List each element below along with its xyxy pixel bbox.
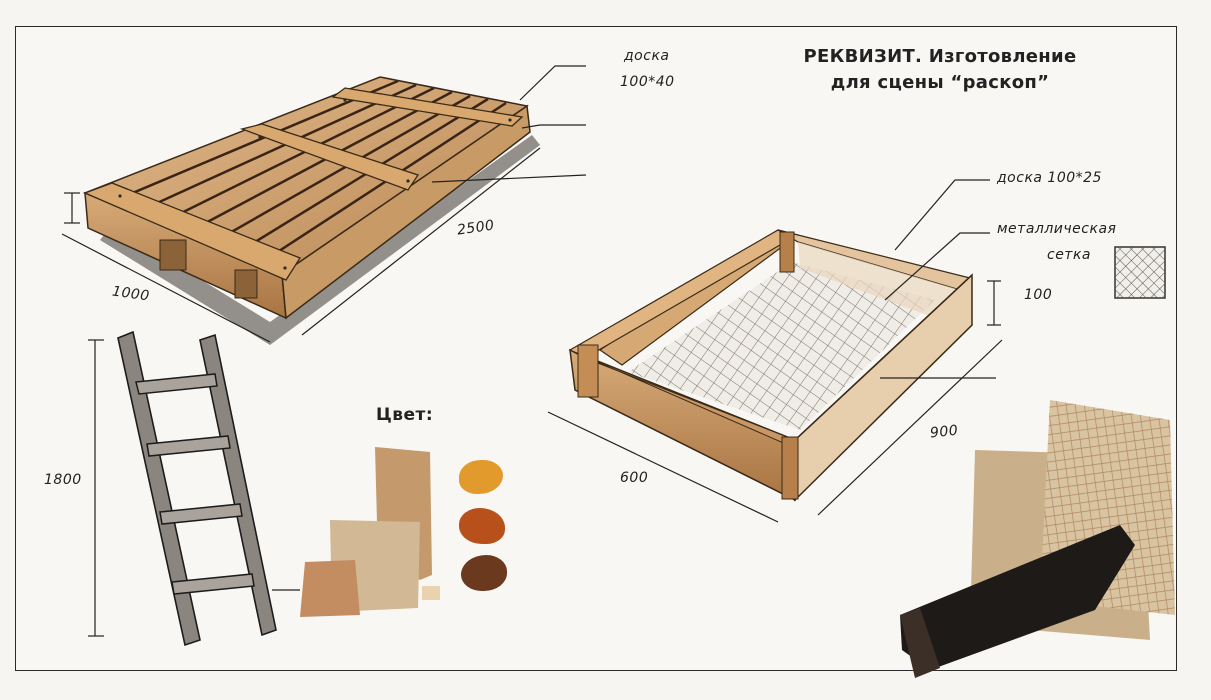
pallet-drawing xyxy=(61,65,587,345)
pallet-board-size: 100*40 xyxy=(620,74,675,90)
artifacts-illustration xyxy=(900,400,1175,678)
color-label: Цвет: xyxy=(376,405,434,425)
color-swatch-orange xyxy=(459,460,503,494)
sieve-board-label: доска 100*25 xyxy=(997,170,1102,186)
page-title: РЕКВИЗИТ. Изготовление для сцены “раскоп… xyxy=(770,44,1110,96)
ladder-height-label: 1800 xyxy=(44,472,82,488)
color-swatch-brown xyxy=(461,555,507,591)
sieve-height-label: 100 xyxy=(1024,287,1053,303)
material-samples xyxy=(300,447,440,617)
ladder-drawing xyxy=(88,330,300,647)
color-swatch-rust xyxy=(459,508,505,544)
sieve-box-drawing xyxy=(547,179,1166,523)
mesh-label-line-1: металлическая xyxy=(997,221,1117,237)
sieve-length-label: 900 xyxy=(929,422,959,442)
sieve-width-label: 600 xyxy=(620,470,649,486)
title-line-2: для сцены “раскоп” xyxy=(830,72,1050,93)
title-line-1: РЕКВИЗИТ. Изготовление xyxy=(803,46,1077,67)
mesh-label-line-2: сетка xyxy=(1047,247,1092,263)
pallet-board-label: доска xyxy=(624,48,670,64)
